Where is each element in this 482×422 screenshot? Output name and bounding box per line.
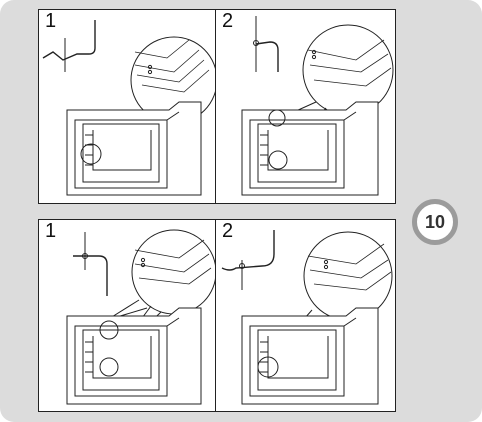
panel-step-label: 2 [222,10,234,32]
oven-rack-diagram [42,20,217,196]
panel-bottom-right: 2 [215,219,396,412]
panel-step-label: 1 [45,220,57,242]
panel-step-label: 1 [45,10,57,32]
step-number-badge: 10 [412,199,458,245]
oven-rack-diagram [66,229,217,405]
panel-bottom-left: 1 [38,219,217,412]
step-number: 10 [424,211,446,232]
oven-rack-diagram [241,16,394,196]
panel-top-right: 2 [215,9,396,204]
panel-top-left: 1 [38,9,217,204]
oven-rack-diagram [221,230,393,405]
panel-step-label: 2 [222,220,234,242]
